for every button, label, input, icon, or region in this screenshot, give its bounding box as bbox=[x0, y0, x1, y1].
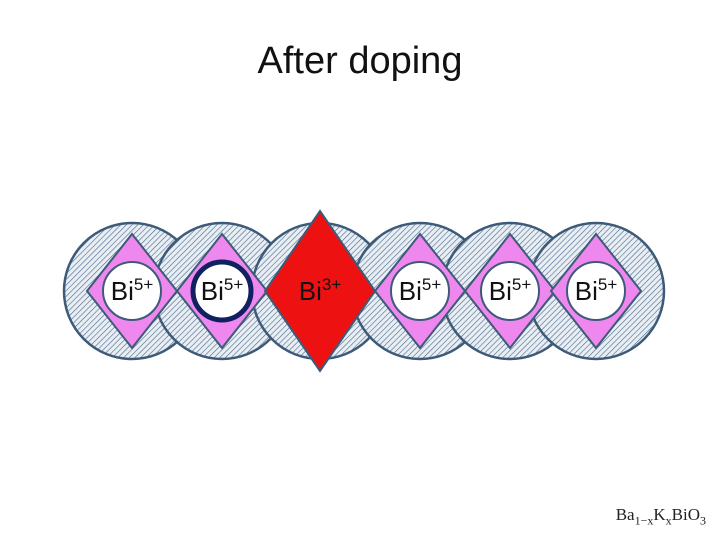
formula-k-sub: x bbox=[665, 513, 672, 527]
ion-charge: 5+ bbox=[224, 275, 243, 294]
ion-charge: 5+ bbox=[422, 275, 441, 294]
formula-ba: Ba bbox=[615, 504, 635, 524]
formula-ba-sub: 1−x bbox=[634, 513, 654, 527]
highlighted-diamond-site bbox=[263, 209, 377, 373]
ion-symbol: Bi bbox=[299, 276, 322, 306]
chemical-formula: Ba1−xKxBiO3 bbox=[616, 505, 706, 528]
ion-label: Bi3+ bbox=[299, 275, 342, 306]
title: After doping bbox=[257, 40, 463, 82]
formula-bio-sub: 3 bbox=[700, 513, 706, 527]
ion-circle bbox=[102, 261, 162, 321]
ion-symbol: Bi bbox=[489, 276, 512, 306]
formula-k: K bbox=[653, 504, 666, 524]
ion-label: Bi5+ bbox=[201, 275, 244, 306]
formula-bio: BiO bbox=[671, 504, 700, 524]
ion-charge: 3+ bbox=[322, 275, 341, 294]
ion-circle bbox=[390, 261, 450, 321]
ion-circle bbox=[566, 261, 626, 321]
ion-symbol: Bi bbox=[111, 276, 134, 306]
ion-symbol: Bi bbox=[201, 276, 224, 306]
ion-label: Bi5+ bbox=[399, 275, 442, 306]
ion-circle bbox=[480, 261, 540, 321]
ion-charge: 5+ bbox=[512, 275, 531, 294]
ion-charge: 5+ bbox=[598, 275, 617, 294]
ion-symbol: Bi bbox=[399, 276, 422, 306]
ion-label: Bi5+ bbox=[111, 275, 154, 306]
bold-ion-ring bbox=[190, 259, 254, 323]
ion-charge: 5+ bbox=[134, 275, 153, 294]
ion-symbol: Bi bbox=[575, 276, 598, 306]
ion-label: Bi5+ bbox=[489, 275, 532, 306]
ion-label: Bi5+ bbox=[575, 275, 618, 306]
